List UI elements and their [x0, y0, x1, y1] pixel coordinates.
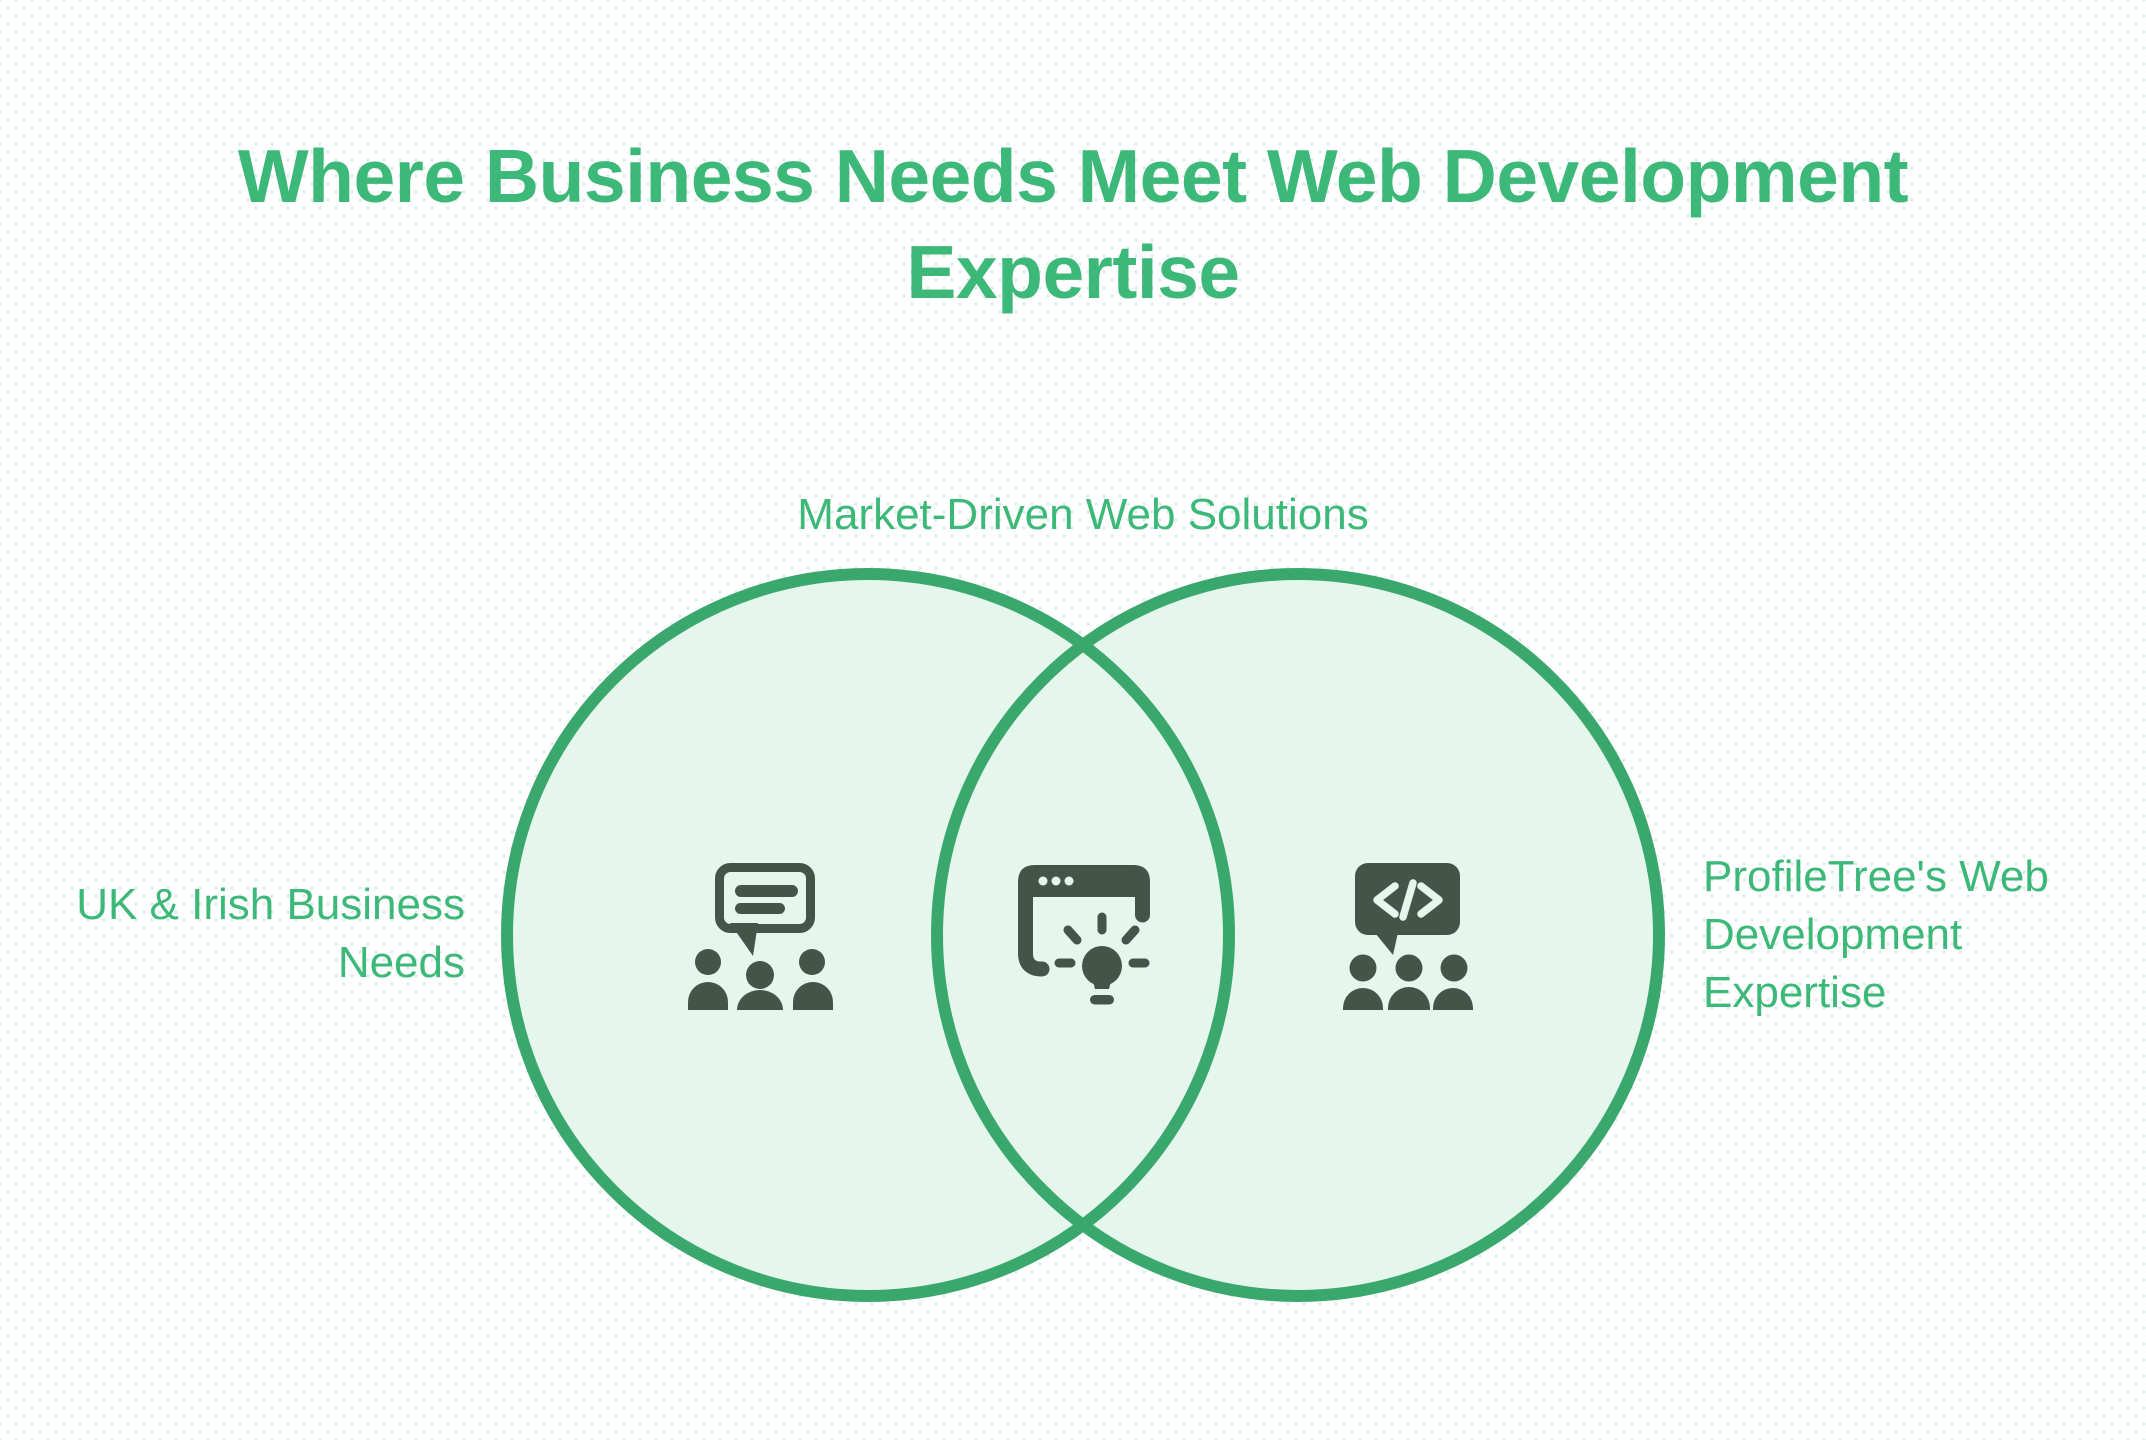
overlap-label: Market-Driven Web Solutions — [797, 490, 1369, 539]
code-speech-bubble-team-icon — [1343, 863, 1473, 1010]
page-title: Where Business Needs Meet Web Developmen… — [123, 128, 2023, 320]
right-circle-outline — [931, 568, 1665, 1302]
right-circle-label-line-3: Expertise — [1703, 968, 1887, 1017]
left-circle-label: UK & Irish Business Needs — [76, 876, 465, 992]
right-circle-label-line-2: Development — [1703, 910, 1963, 959]
right-circle-fill — [937, 574, 1659, 1296]
right-circle-label-line-1: ProfileTree's Web — [1703, 852, 2049, 901]
left-circle-label-line-1: UK & Irish Business — [76, 880, 465, 929]
page-title-line-1: Where Business Needs Meet Web Developmen… — [237, 134, 1909, 218]
page-title-line-2: Expertise — [906, 230, 1240, 314]
left-circle-outline — [501, 568, 1235, 1302]
browser-lightbulb-icon — [1018, 865, 1150, 1005]
left-circle-label-line-2: Needs — [337, 938, 465, 987]
right-circle-label: ProfileTree's Web Development Expertise — [1703, 848, 2049, 1022]
audience-speech-bubble-icon — [688, 863, 833, 1010]
